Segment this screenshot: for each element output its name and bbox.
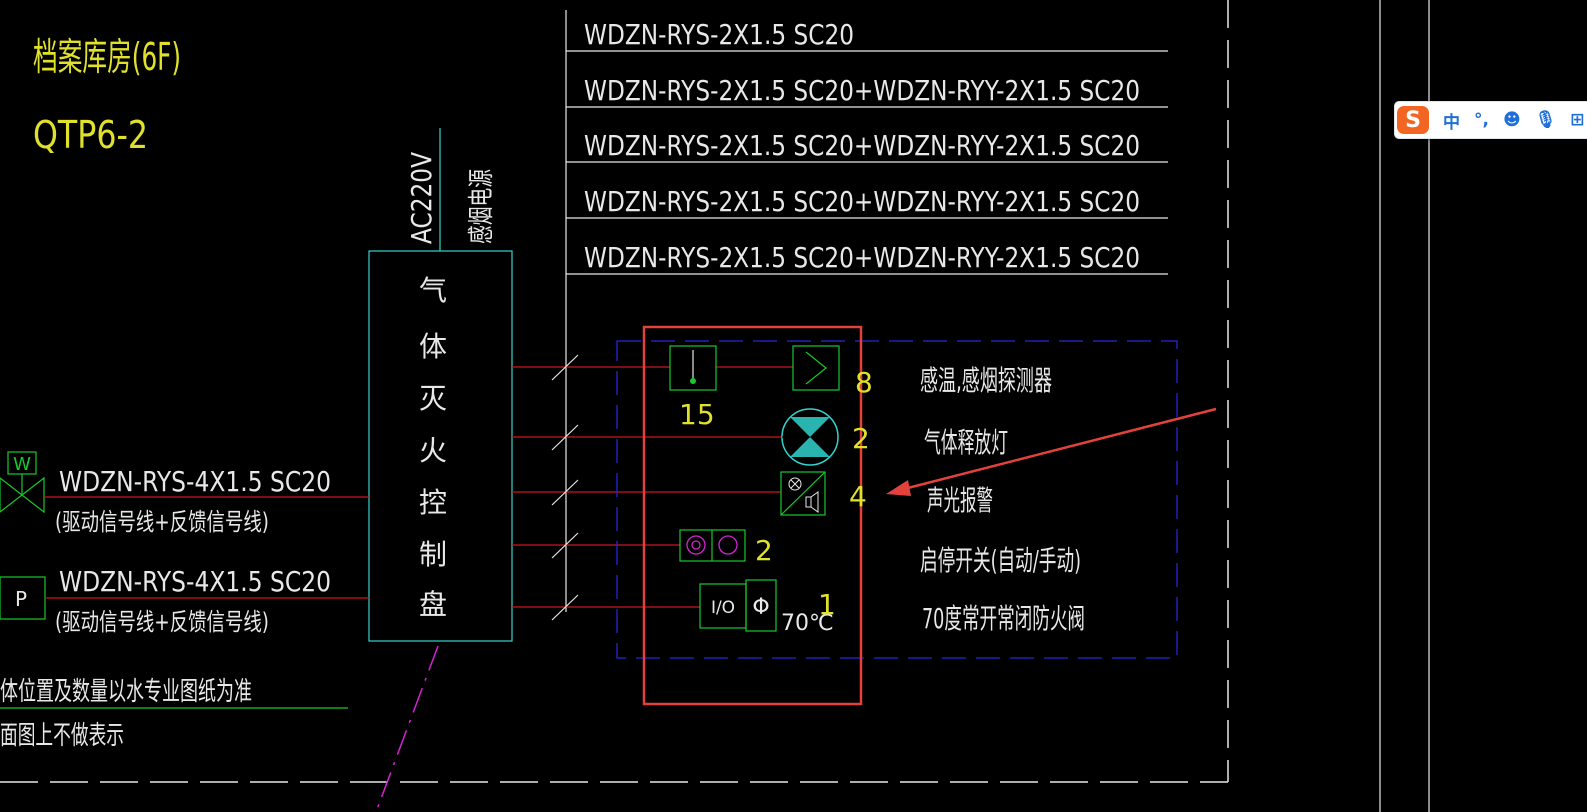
valve-cable-label: WDZN-RYS-4X1.5 SC20 [59,465,331,498]
smoke-detector-count: 8 [855,366,873,399]
sogou-logo-icon[interactable]: S [1397,106,1429,134]
cable-line-label: WDZN-RYS-2X1.5 SC20+WDZN-RYY-2X1.5 SC20 [584,74,1140,107]
highlight-box [642,325,863,706]
panel-name-char: 体 [419,330,447,363]
emoji-icon[interactable]: ☻ [1502,110,1521,130]
sound-light-alarm-count: 4 [849,480,867,513]
fire-damper-icon: I/O Φ [699,579,777,632]
device-circuits [512,354,793,621]
ime-language-toggle[interactable]: 中 [1443,112,1460,133]
magenta-dashdot-line [375,645,439,812]
device-zone-dashed [616,340,1178,659]
microphone-icon[interactable]: 🎙 [1534,110,1557,130]
pressure-cable-label: WDZN-RYS-4X1.5 SC20 [59,565,331,598]
ime-toolbar[interactable]: S 中 °, ☻ 🎙 ⊞ [1394,101,1587,139]
fire-damper-io: I/O [711,598,735,618]
gas-release-lamp-icon [781,408,839,466]
cable-line-label: WDZN-RYS-2X1.5 SC20+WDZN-RYY-2X1.5 SC20 [584,129,1140,162]
legend-release-lamp: 气体释放灯 [924,426,1008,459]
legend-start-stop: 启停开关(自动/手动) [920,544,1081,577]
valve-body-icon [0,476,45,514]
fire-damper-temp: 70℃ [781,611,834,636]
panel-id: QTP6-2 [33,113,148,157]
room-title: 档案库房(6F) [33,35,181,79]
panel-name-char: 气 [419,274,447,307]
legend-fire-damper: 70度常开常闭防火阀 [922,602,1085,635]
legend-detector: 感温,感烟探测器 [920,364,1052,397]
pressure-switch-device: P [0,576,46,620]
cable-line-label: WDZN-RYS-2X1.5 SC20+WDZN-RYY-2X1.5 SC20 [584,185,1140,218]
toolbox-icon[interactable]: ⊞ [1570,110,1585,130]
circuit-tick [551,594,579,621]
note-line-1: 体位置及数量以水专业图纸为准 [0,677,252,707]
circuit-tick [551,479,579,506]
power-type-label: 感烟电源 [467,169,497,244]
note-line-2: 面图上不做表示 [0,721,124,751]
control-panel-box [368,250,513,642]
cable-line-label: WDZN-RYS-2X1.5 SC20+WDZN-RYY-2X1.5 SC20 [584,241,1140,274]
panel-name-char: 火 [419,434,447,467]
legend-alarm: 声光报警 [927,484,993,517]
control-panel-name: 气 体 灭 火 控 制 盘 [419,274,447,621]
circuit-tick [551,424,579,451]
annotation-arrow [886,407,1217,496]
pressure-cable-note: (驱动信号线+反馈信号线) [55,608,269,636]
circuit-tick [551,354,579,381]
panel-name-char: 制 [419,538,447,571]
panel-name-char: 灭 [419,382,447,415]
valve-symbol-letter: W [13,454,31,475]
fire-damper-phi: Φ [752,595,769,620]
smoke-detector-icon [792,345,840,391]
sound-light-alarm-icon [780,471,826,516]
circuit-tick [551,532,579,559]
start-stop-switch-icon [679,529,746,562]
panel-name-char: 盘 [419,588,447,621]
valve-device: W [0,451,45,514]
gas-release-lamp-count: 2 [852,422,870,455]
heat-detector-count: 15 [679,398,715,431]
start-stop-switch-count: 2 [755,534,773,567]
ime-punctuation-toggle[interactable]: °, [1474,110,1489,130]
pressure-switch-letter: P [15,587,27,611]
device-legend: 感温,感烟探测器 气体释放灯 声光报警 启停开关(自动/手动) 70度常开常闭防… [920,364,1085,635]
cable-line-label: WDZN-RYS-2X1.5 SC20 [584,18,854,51]
cable-list: WDZN-RYS-2X1.5 SC20 WDZN-RYS-2X1.5 SC20+… [566,18,1168,275]
fire-damper-count: 1 [818,588,836,621]
valve-cable-note: (驱动信号线+反馈信号线) [55,508,269,536]
heat-detector-icon [669,345,717,391]
power-voltage-label: AC220V [405,152,438,244]
panel-name-char: 控 [419,486,447,519]
